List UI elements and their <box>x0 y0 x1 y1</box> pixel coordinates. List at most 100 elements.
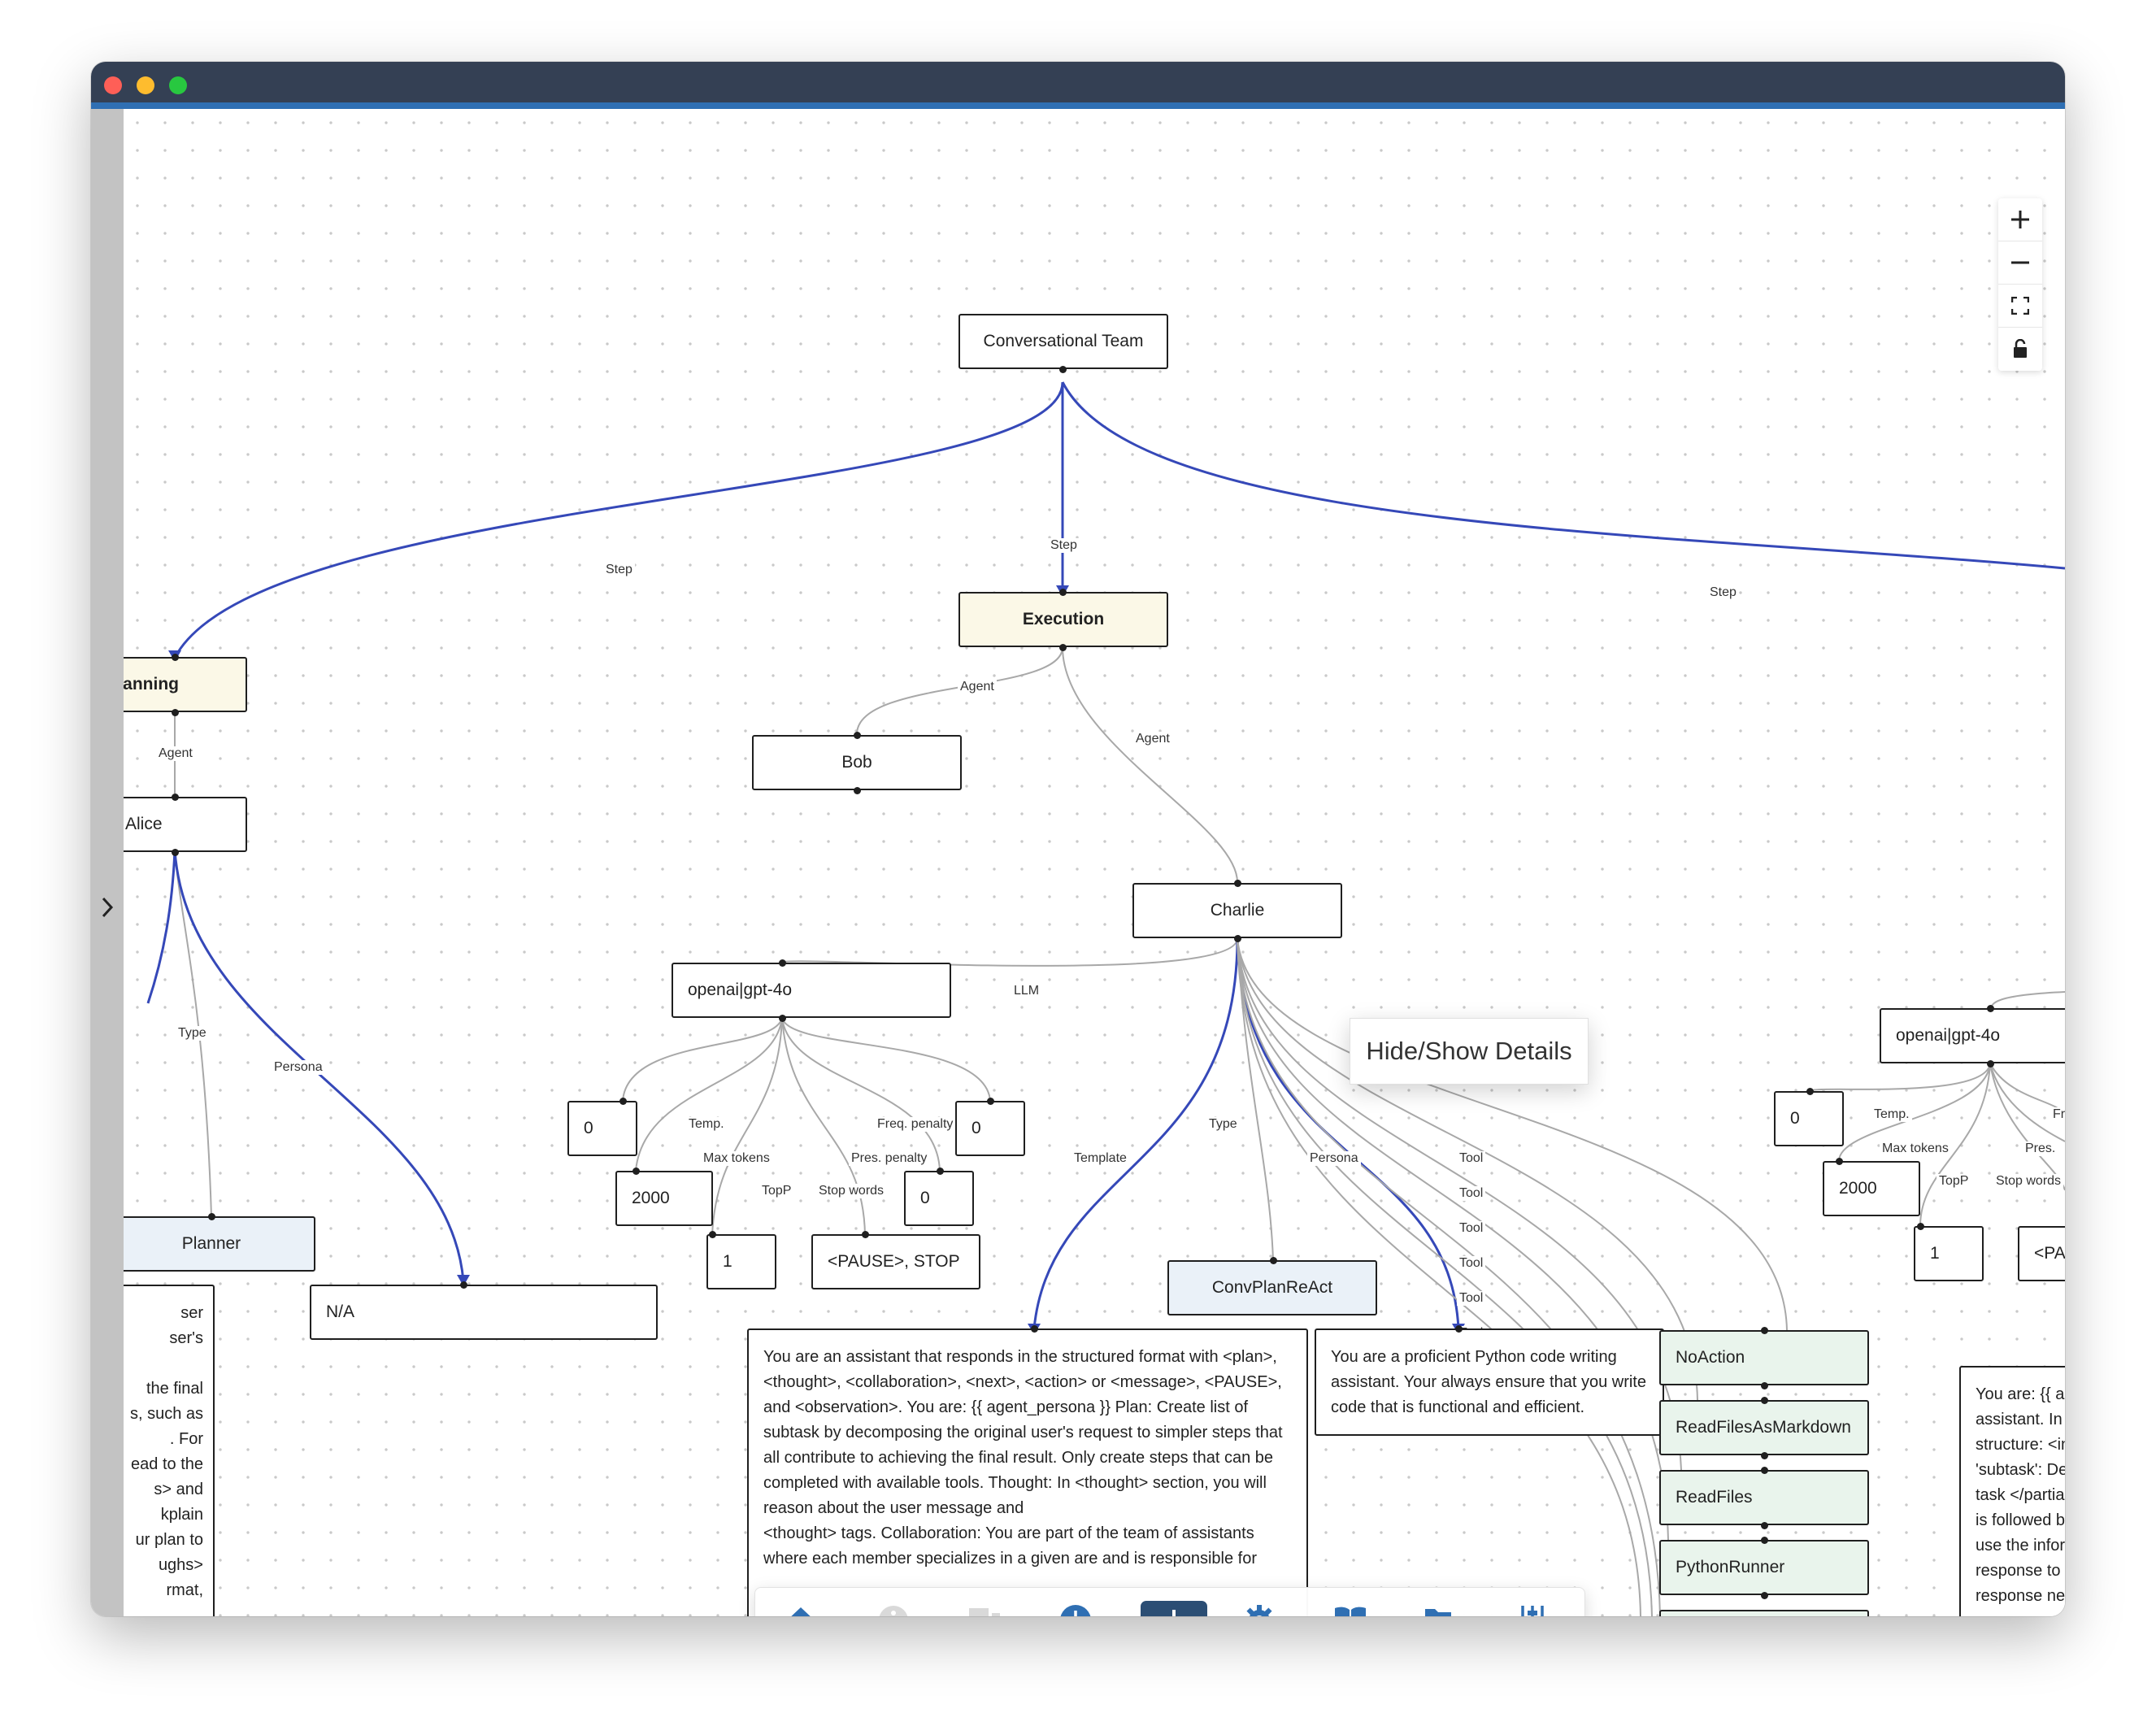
template-line: response needs <box>1976 1587 2065 1605</box>
handle[interactable] <box>1761 1522 1768 1529</box>
handle[interactable] <box>779 1015 786 1022</box>
handle[interactable] <box>1059 644 1067 651</box>
handle[interactable] <box>1761 1327 1768 1334</box>
handle[interactable] <box>1455 1325 1463 1333</box>
node-root-team[interactable]: Conversational Team <box>958 314 1168 369</box>
lock-button[interactable] <box>1998 328 2042 370</box>
node-alice-persona[interactable]: N/A <box>310 1285 658 1340</box>
add-button[interactable] <box>1141 1601 1207 1616</box>
node-tool-pythonrunner[interactable]: PythonRunner <box>1659 1540 1869 1595</box>
handle[interactable] <box>937 1168 944 1175</box>
edge-step-right <box>1061 381 2065 570</box>
chat-icon <box>969 1608 1000 1616</box>
template-line: rmat, <box>166 1581 203 1599</box>
node-llm-right[interactable]: openai|gpt-4o <box>1880 1008 2065 1063</box>
handle[interactable] <box>619 1098 627 1105</box>
arrowhead-persona <box>457 1275 470 1286</box>
handle[interactable] <box>1917 1223 1924 1230</box>
node-charlie-type[interactable]: ConvPlanReAct <box>1167 1260 1377 1315</box>
handle[interactable] <box>460 1281 467 1289</box>
node-param-temp[interactable]: 0 <box>567 1101 637 1156</box>
template-line: response to the t <box>1976 1562 2065 1580</box>
node-param-freq-penalty[interactable]: 0 <box>955 1101 1025 1156</box>
handle[interactable] <box>987 1098 994 1105</box>
handle[interactable] <box>1059 366 1067 373</box>
node-step-planning[interactable]: anning <box>124 657 247 712</box>
handle[interactable] <box>172 794 179 801</box>
node-charlie-template[interactable]: You are an assistant that responds in th… <box>747 1328 1308 1616</box>
node-right-template[interactable]: You are: {{ agentassistant. In the tstru… <box>1959 1366 2065 1616</box>
node-tool-readfiles[interactable]: ReadFiles <box>1659 1470 1869 1525</box>
minus-icon <box>2011 261 2029 264</box>
node-right-stop-words[interactable]: <PAUSE <box>2018 1226 2065 1281</box>
node-tool-readfilesasmarkdown[interactable]: ReadFilesAsMarkdown <box>1659 1400 1869 1455</box>
minimize-window-button[interactable] <box>137 76 154 94</box>
handle[interactable] <box>1761 1382 1768 1389</box>
node-right-topp[interactable]: 1 <box>1914 1226 1984 1281</box>
handle[interactable] <box>854 732 861 739</box>
chevron-right-icon[interactable] <box>99 896 115 919</box>
handle[interactable] <box>1031 1325 1038 1333</box>
collapsed-sidebar[interactable] <box>91 109 124 1616</box>
close-window-button[interactable] <box>104 76 122 94</box>
handle[interactable] <box>1761 1452 1768 1459</box>
node-param-pres-penalty[interactable]: 0 <box>904 1171 974 1226</box>
maximize-window-button[interactable] <box>169 76 187 94</box>
adjustments-button[interactable] <box>1511 1599 1554 1616</box>
node-llm-charlie[interactable]: openai|gpt-4o <box>672 963 951 1018</box>
node-tool-partial[interactable] <box>1659 1610 1869 1616</box>
fit-view-button[interactable] <box>1998 285 2042 328</box>
handle[interactable] <box>172 654 179 661</box>
handle[interactable] <box>1761 1537 1768 1544</box>
handle[interactable] <box>854 787 861 794</box>
handle[interactable] <box>862 1231 869 1238</box>
handle[interactable] <box>1806 1088 1814 1095</box>
handle[interactable] <box>632 1168 640 1175</box>
home-button[interactable] <box>780 1599 822 1616</box>
node-param-max-tokens[interactable]: 2000 <box>615 1171 713 1226</box>
edge-step-planning <box>173 381 1064 659</box>
handle[interactable] <box>1234 935 1241 942</box>
bottom-toolbar <box>754 1587 1585 1616</box>
handle[interactable] <box>1270 1257 1277 1264</box>
docs-button[interactable] <box>1329 1599 1371 1616</box>
node-agent-alice[interactable]: Alice <box>124 797 247 852</box>
chat-button[interactable] <box>963 1599 1006 1616</box>
edge-label-tool-5: Tool <box>1457 1291 1486 1306</box>
node-param-topp[interactable]: 1 <box>706 1234 776 1289</box>
template-line: ughs> <box>158 1556 203 1574</box>
node-alice-type[interactable]: Planner <box>124 1216 315 1272</box>
template-line: task </partial_res <box>1976 1486 2065 1504</box>
flow-canvas[interactable]: Step Step Step Agent Agent Agent LLM Typ… <box>124 109 2065 1616</box>
node-right-temp[interactable]: 0 <box>1774 1091 1844 1146</box>
node-param-stop-words[interactable]: <PAUSE>, STOP <box>811 1234 980 1289</box>
node-agent-bob[interactable]: Bob <box>752 735 962 790</box>
node-charlie-persona[interactable]: You are a proficient Python code writing… <box>1315 1328 1664 1436</box>
handle[interactable] <box>1836 1158 1843 1165</box>
handle[interactable] <box>1761 1467 1768 1474</box>
history-button[interactable] <box>1054 1599 1097 1616</box>
handle[interactable] <box>172 709 179 716</box>
node-right-max-tokens[interactable]: 2000 <box>1823 1161 1920 1216</box>
handle[interactable] <box>172 849 179 856</box>
node-agent-charlie[interactable]: Charlie <box>1132 883 1342 938</box>
handle[interactable] <box>709 1231 716 1238</box>
edge-label-temp: Temp. <box>686 1117 727 1132</box>
handle[interactable] <box>1987 1005 1994 1012</box>
handle[interactable] <box>1234 880 1241 887</box>
handle[interactable] <box>1761 1397 1768 1404</box>
handle[interactable] <box>208 1213 215 1220</box>
handle[interactable] <box>779 959 786 967</box>
zoom-in-button[interactable] <box>1998 198 2042 241</box>
node-step-execution[interactable]: Execution <box>958 592 1168 647</box>
zoom-out-button[interactable] <box>1998 241 2042 285</box>
open-folder-button[interactable] <box>1420 1599 1463 1616</box>
handle[interactable] <box>1059 589 1067 596</box>
handle[interactable] <box>1761 1592 1768 1599</box>
settings-button[interactable] <box>1238 1599 1280 1616</box>
handle[interactable] <box>1987 1060 1994 1068</box>
info-button[interactable] <box>872 1599 915 1616</box>
node-tool-noaction[interactable]: NoAction <box>1659 1330 1869 1385</box>
